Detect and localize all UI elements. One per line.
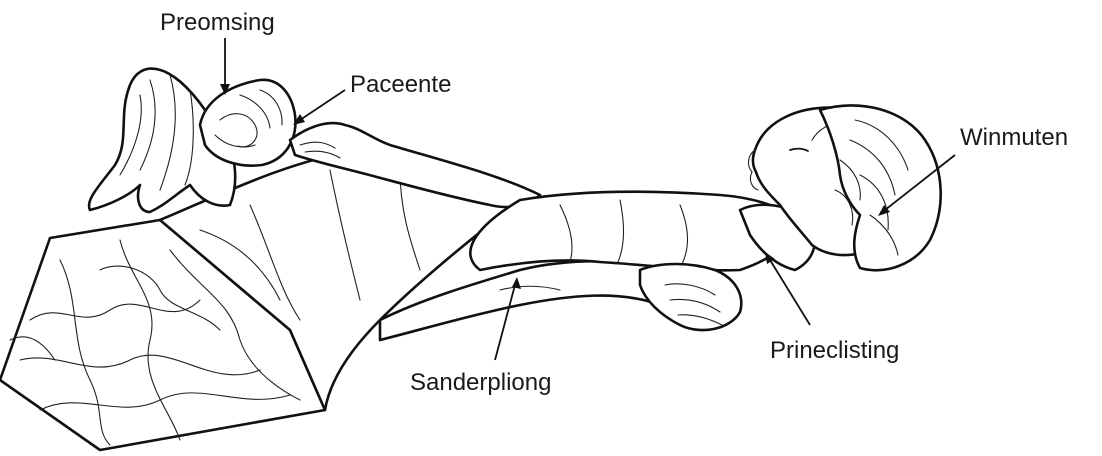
label-preomsing: Preomsing xyxy=(160,9,275,36)
label-sanderpliong: Sanderpliong xyxy=(410,369,551,396)
hand-on-chest xyxy=(640,264,741,330)
label-winmuten: Winmuten xyxy=(960,124,1068,151)
leader-paceente xyxy=(293,90,345,125)
label-prineclisting: Prineclisting xyxy=(770,337,899,364)
label-paceente: Paceente xyxy=(350,71,451,98)
flower-bouquet xyxy=(200,80,295,166)
leader-preomsing xyxy=(220,38,230,95)
